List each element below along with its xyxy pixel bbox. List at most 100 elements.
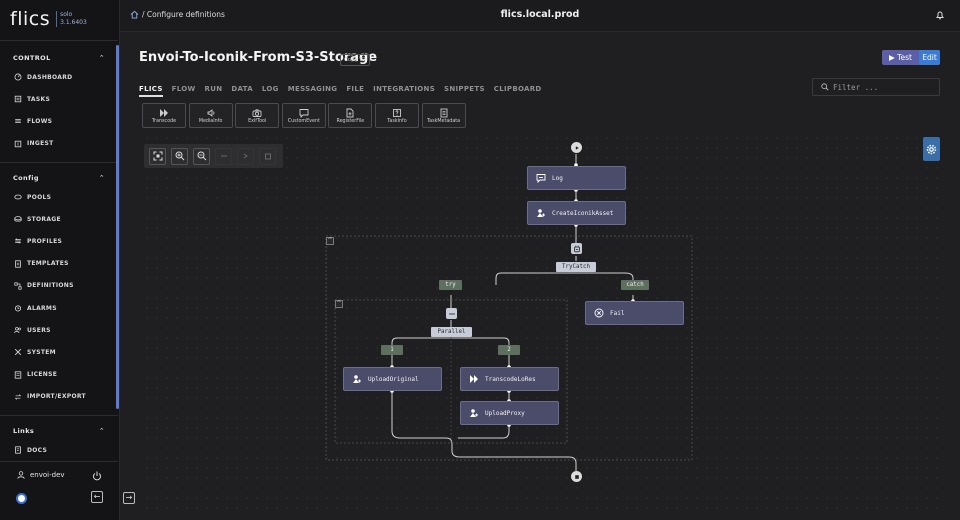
palette-transcode[interactable]: Transcode — [142, 103, 186, 128]
zoom-in-button[interactable] — [171, 147, 188, 165]
topbar: / Configure definitions flics.local.prod — [120, 0, 960, 32]
node-transcode-lores[interactable]: TranscodeLoRes — [460, 367, 559, 391]
undo-button[interactable] — [215, 147, 232, 165]
tab-run[interactable]: RUN — [204, 85, 223, 93]
flows-icon — [13, 116, 23, 126]
copy-id-button[interactable]: Copy ID — [340, 54, 370, 66]
branch-try[interactable]: try — [439, 280, 462, 290]
filter-input[interactable] — [833, 82, 933, 92]
palette-taskinfo[interactable]: TaskInfo — [374, 103, 419, 128]
sidebar-item-label: SYSTEM — [27, 348, 56, 356]
palette-label: CustomEvent — [287, 118, 320, 124]
user-menu[interactable]: envoi-dev — [17, 471, 65, 479]
palette-taskmetadata[interactable]: TaskMetadata — [421, 103, 466, 128]
username: envoi-dev — [30, 471, 65, 479]
sidebar-item-flows[interactable]: FLOWS — [13, 114, 113, 128]
branch-1[interactable]: 1 — [381, 345, 403, 355]
bell-icon[interactable] — [935, 10, 945, 20]
node-fail[interactable]: Fail — [585, 301, 684, 325]
version-badge: solo 3.1.6403 — [56, 11, 87, 27]
home-icon[interactable] — [130, 10, 139, 19]
zoom-out-button[interactable] — [193, 147, 210, 165]
camera-icon — [252, 108, 262, 117]
sidebar-item-templates[interactable]: TEMPLATES — [13, 257, 113, 271]
document-icon — [440, 108, 448, 117]
tab-integrations[interactable]: INTEGRATIONS — [373, 85, 436, 93]
node-upload-proxy[interactable]: UploadProxy — [460, 401, 559, 425]
section-config[interactable]: Config ⌃ — [13, 174, 105, 182]
palette-exiftool[interactable]: ExifTool — [235, 103, 280, 128]
sidebar-item-ingest[interactable]: INGEST — [13, 137, 113, 151]
tab-log[interactable]: LOG — [261, 85, 279, 93]
sidebar-item-label: DOCS — [27, 446, 48, 454]
parallel-gateway-icon[interactable] — [446, 308, 457, 319]
sidebar-item-docs[interactable]: DOCS — [13, 443, 113, 457]
sidebar-item-definitions[interactable]: DEFINITIONS — [13, 279, 113, 293]
tab-flics[interactable]: FLICS — [139, 85, 163, 97]
flow-start[interactable] — [571, 142, 582, 153]
media-info-icon — [207, 108, 214, 117]
branch-catch[interactable]: catch — [621, 280, 649, 290]
flow-canvas[interactable] — [142, 133, 940, 513]
node-log[interactable]: Log — [527, 166, 626, 190]
trycatch-gateway[interactable]: TryCatch — [556, 262, 596, 272]
sidebar-item-label: FLOWS — [27, 117, 53, 125]
tab-snippets[interactable]: SNIPPETS — [444, 85, 485, 93]
sidebar-item-pools[interactable]: POOLS — [13, 190, 113, 204]
fit-view-button[interactable] — [149, 147, 166, 165]
node-label: CreateIconikAsset — [552, 209, 614, 217]
sidebar-item-system[interactable]: SYSTEM — [13, 345, 113, 359]
brand[interactable]: flics solo 3.1.6403 — [10, 8, 87, 30]
sidebar-item-profiles[interactable]: PROFILES — [13, 234, 113, 248]
section-links[interactable]: Links ⌃ — [13, 427, 105, 435]
sidebar-item-alarms[interactable]: ALARMS — [13, 301, 113, 315]
power-icon[interactable] — [92, 471, 102, 481]
palette-label: TaskInfo — [387, 118, 407, 124]
transcode-icon — [470, 375, 478, 383]
sidebar-item-license[interactable]: LICENSE — [13, 368, 113, 382]
section-control[interactable]: CONTROL ⌃ — [13, 54, 105, 62]
tab-data[interactable]: DATA — [231, 85, 253, 93]
palette-customevent[interactable]: CustomEvent — [281, 103, 326, 128]
test-button[interactable]: ▶ Test — [882, 50, 919, 65]
section-title: CONTROL — [13, 54, 51, 62]
sidebar-item-import-export[interactable]: IMPORT/EXPORT — [13, 390, 113, 404]
sidebar-item-dashboard[interactable]: DASHBOARD — [13, 70, 113, 84]
storage-icon — [13, 214, 23, 224]
sidebar-scrollbar[interactable] — [116, 45, 119, 409]
section-title: Config — [13, 174, 39, 182]
sidebar-item-tasks[interactable]: TASKS — [13, 92, 113, 106]
parallel-gateway[interactable]: Parallel — [431, 327, 472, 337]
tab-clipboard[interactable]: CLIPBOARD — [493, 85, 542, 93]
iconik-icon — [537, 209, 545, 217]
theme-toggle[interactable] — [16, 493, 27, 504]
tab-file[interactable]: FILE — [346, 85, 365, 93]
node-upload-original[interactable]: UploadOriginal — [343, 367, 442, 391]
breadcrumb-text[interactable]: / Configure definitions — [142, 10, 225, 19]
breadcrumb: / Configure definitions — [130, 10, 225, 19]
log-icon — [536, 174, 546, 183]
definitions-icon — [13, 281, 23, 291]
redo-button[interactable] — [237, 147, 254, 165]
node-create-iconik-asset[interactable]: CreateIconikAsset — [527, 201, 626, 225]
system-icon — [13, 347, 23, 357]
dashboard-icon — [13, 72, 23, 82]
collapse-sidebar-icon[interactable]: ← — [91, 491, 103, 503]
palette-mediainfo[interactable]: MediaInfo — [188, 103, 233, 128]
sidebar-item-storage[interactable]: STORAGE — [13, 212, 113, 226]
divider — [0, 415, 118, 416]
edit-button[interactable]: Edit — [919, 50, 940, 65]
collapse-parallel-button[interactable]: ^ — [335, 300, 343, 308]
flow-end[interactable] — [571, 471, 582, 482]
settings-button[interactable] — [923, 137, 940, 161]
collapse-trycatch-button[interactable]: ^ — [326, 237, 334, 245]
tab-messaging[interactable]: MESSAGING — [287, 85, 338, 93]
trycatch-gateway-icon[interactable] — [571, 243, 582, 254]
expand-panel-icon[interactable]: → — [123, 492, 135, 504]
palette-registerfile[interactable]: RegisterFile — [328, 103, 373, 128]
sidebar-item-users[interactable]: USERS — [13, 323, 113, 337]
branch-2[interactable]: 2 — [498, 345, 520, 355]
delete-button[interactable] — [259, 147, 276, 165]
tab-flow[interactable]: FLOW — [171, 85, 196, 93]
chevron-up-icon: ⌃ — [98, 54, 105, 62]
